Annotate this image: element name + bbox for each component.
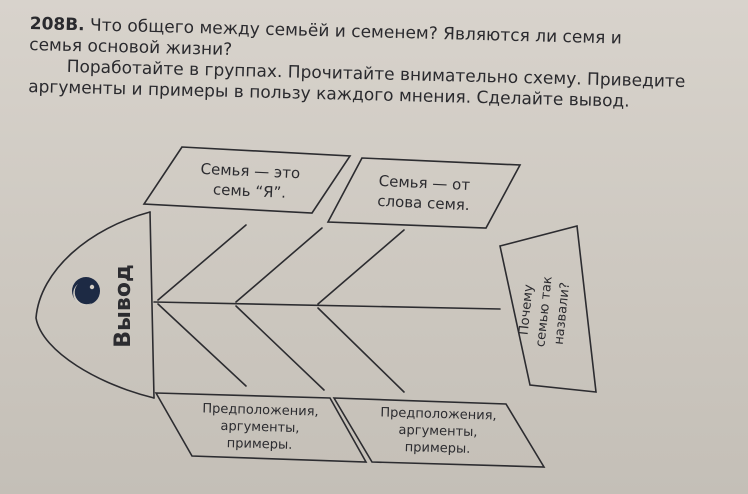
bottom-box-2-line-3: примеры.: [405, 440, 471, 457]
fish-eye-icon: [72, 277, 100, 306]
tail-line-2: семью так: [533, 275, 555, 347]
bottom-box-1-text: Предположения, аргументы, примеры.: [202, 401, 319, 453]
bottom-box-1: [154, 392, 368, 463]
top-box-2-line-2: слова семя.: [377, 192, 470, 214]
bottom-box-1-line-3: примеры.: [227, 436, 293, 453]
bottom-box-2: [332, 397, 546, 468]
lower-bone-3: [317, 307, 405, 393]
lower-bone-1: [157, 303, 247, 387]
fish-spine: [153, 301, 501, 310]
bottom-box-2-text: Предположения, аргументы, примеры.: [380, 405, 497, 457]
top-box-1-line-1: Семья — это: [200, 160, 300, 182]
upper-bone-3: [317, 229, 405, 305]
bottom-box-2-line-1: Предположения,: [380, 405, 497, 423]
top-box-1-text: Семья — это семь “Я”.: [200, 160, 300, 202]
top-box-2: [326, 157, 522, 229]
fish-head-outline: [35, 211, 155, 399]
upper-bone-1: [157, 224, 247, 301]
tail-line-3: назвали?: [552, 282, 573, 346]
tail-box: [499, 224, 597, 393]
top-box-1: [142, 146, 352, 214]
fish-head-gill-line: [149, 211, 155, 399]
bottom-box-2-line-2: аргументы,: [398, 423, 477, 440]
top-box-2-text: Семья — от слова семя.: [377, 172, 471, 214]
bottom-box-1-line-1: Предположения,: [202, 401, 319, 419]
tail-line-1: Почему: [516, 283, 536, 336]
top-box-2-line-1: Семья — от: [378, 172, 470, 194]
lower-bone-2: [235, 305, 325, 391]
tail-box-text: Почему семью так назвали?: [516, 275, 573, 347]
bottom-box-1-line-2: аргументы,: [220, 419, 299, 436]
head-label: Вывод: [111, 264, 136, 347]
upper-bone-2: [235, 227, 323, 303]
top-box-1-line-2: семь “Я”.: [213, 180, 287, 201]
